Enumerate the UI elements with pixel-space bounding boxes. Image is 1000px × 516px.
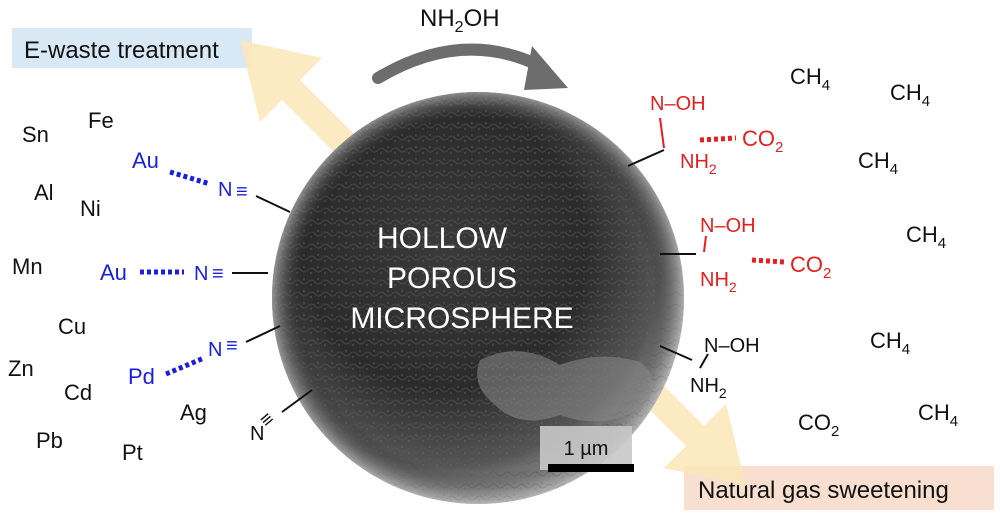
co2-bound-1: CO2 — [742, 126, 783, 156]
amidoxime-amine-2: NH2 — [700, 269, 737, 295]
amidoxime-hydroxyl-1: N–OH — [650, 93, 706, 115]
ch4-6: CH4 — [918, 400, 958, 430]
metal-pt: Pt — [122, 440, 143, 465]
metal-mn: Mn — [12, 254, 43, 279]
amidoxime-hydroxyl-2: N–OH — [700, 215, 756, 237]
amidoxime-hydroxyl-3: N–OH — [704, 335, 760, 357]
nitrile-n-4: N — [250, 423, 264, 445]
ch4-3: CH4 — [858, 148, 898, 178]
interaction-dots-3 — [166, 358, 204, 374]
metal-sn: Sn — [22, 122, 49, 147]
interaction-dots-co2-2 — [752, 260, 784, 262]
bound-metal-pd: Pd — [128, 364, 155, 389]
ewaste-label: E-waste treatment — [24, 37, 219, 64]
metal-zn: Zn — [8, 356, 34, 381]
metal-al: Al — [34, 180, 54, 205]
metal-cd: Cd — [64, 380, 92, 405]
amidoxime-amine-3: NH2 — [690, 375, 727, 401]
nitrile-n-3: N — [208, 339, 222, 361]
reaction-arrow — [378, 50, 540, 78]
interaction-dots-co2-1 — [700, 138, 736, 140]
nitrile-n-2: N — [194, 263, 208, 285]
metal-cu: Cu — [58, 314, 86, 339]
bound-metal-au-2: Au — [100, 260, 127, 285]
nitrile-triple-1: ≡ — [236, 181, 248, 203]
metal-ni: Ni — [80, 196, 101, 221]
amidoxime-double-bond-2 — [704, 236, 706, 252]
sphere-line-1: HOLLOW — [377, 222, 508, 255]
nitrile-bond-1 — [256, 196, 290, 212]
metal-pb: Pb — [36, 428, 63, 453]
amidoxime-double-bond-1 — [660, 118, 664, 148]
nitrile-n-1: N — [218, 179, 232, 201]
nitrile-triple-2: ≡ — [212, 263, 224, 285]
sphere-line-3: MICROSPHERE — [350, 302, 573, 335]
scale-bar — [548, 464, 634, 472]
metal-ag: Ag — [180, 400, 207, 425]
ch4-2: CH4 — [890, 80, 930, 110]
nitrile-bond-3 — [246, 326, 280, 342]
sphere-line-2: POROUS — [387, 262, 517, 295]
ch4-5: CH4 — [870, 328, 910, 358]
metal-fe: Fe — [88, 108, 114, 133]
reaction-arrowhead — [524, 46, 568, 90]
ch4-1: CH4 — [790, 64, 830, 94]
nitrile-triple-3: ≡ — [226, 335, 238, 357]
scale-bar-label: 1 µm — [564, 438, 609, 460]
ch4-4: CH4 — [906, 222, 946, 252]
reagent-label: NH2OH — [420, 5, 500, 36]
interaction-dots-1 — [170, 172, 210, 184]
amidoxime-amine-1: NH2 — [680, 151, 717, 177]
amidoxime-bond-1 — [628, 150, 664, 166]
bound-metal-au-1: Au — [132, 148, 159, 173]
co2-free: CO2 — [798, 410, 839, 440]
co2-bound-2: CO2 — [790, 252, 831, 282]
